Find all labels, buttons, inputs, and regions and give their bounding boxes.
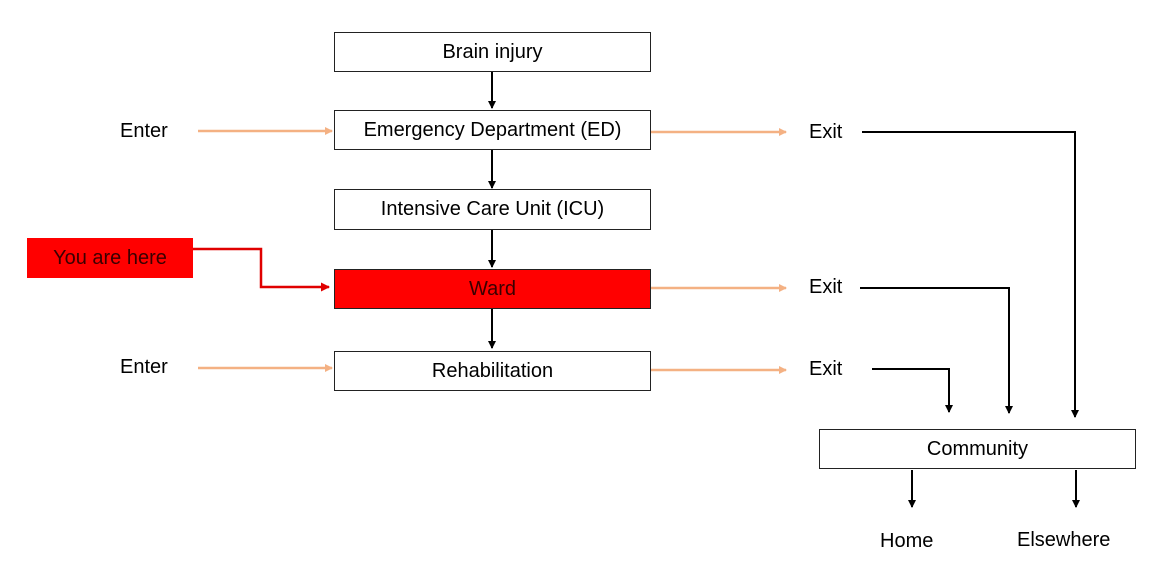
marker-label: You are here bbox=[53, 246, 167, 269]
arrow-ward-exit-to-community bbox=[860, 287, 1013, 414]
stage-brain-injury: Brain injury bbox=[334, 32, 651, 72]
stage-rehabilitation: Rehabilitation bbox=[334, 351, 651, 391]
exit-ward-label: Exit bbox=[809, 276, 843, 298]
stage-label: Community bbox=[926, 437, 1029, 460]
destination-home: Home bbox=[880, 530, 934, 552]
stage-icu: Intensive Care Unit (ICU) bbox=[334, 189, 651, 230]
stage-ward: Ward bbox=[334, 269, 651, 309]
exit-rehab-label: Exit bbox=[809, 358, 843, 380]
stage-label: Brain injury bbox=[442, 40, 543, 63]
stage-label: Ward bbox=[468, 277, 517, 300]
enter-rehab-label: Enter bbox=[120, 356, 168, 378]
you-are-here-marker: You are here bbox=[27, 238, 193, 278]
stage-label: Emergency Department (ED) bbox=[363, 118, 622, 141]
stage-community: Community bbox=[819, 429, 1136, 469]
enter-ed-label: Enter bbox=[120, 120, 168, 142]
arrow-you-are-here bbox=[193, 247, 330, 292]
stage-emergency-department: Emergency Department (ED) bbox=[334, 110, 651, 150]
destination-elsewhere: Elsewhere bbox=[1017, 529, 1111, 551]
stage-label: Intensive Care Unit (ICU) bbox=[380, 198, 605, 220]
exit-ed-label: Exit bbox=[809, 121, 843, 143]
stage-label: Rehabilitation bbox=[431, 359, 554, 382]
arrow-ed-exit-to-community bbox=[862, 131, 1079, 418]
arrow-rehab-exit-to-community bbox=[872, 368, 953, 413]
